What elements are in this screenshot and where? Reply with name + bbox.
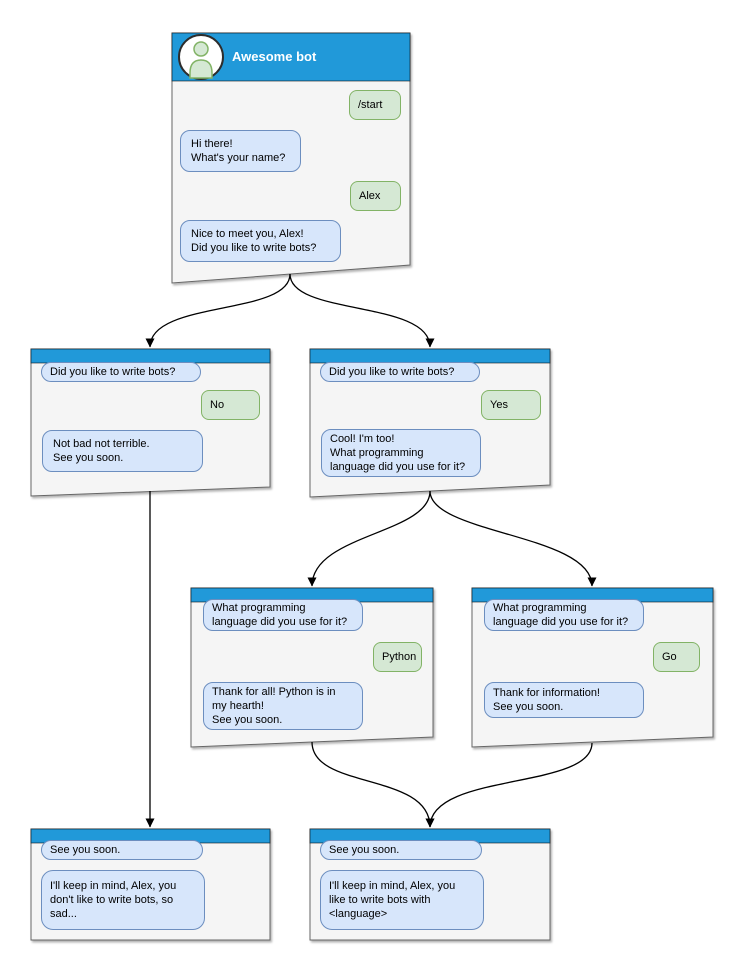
message-start: /start	[349, 90, 401, 120]
branch-go-reply: Thank for information! See you soon.	[484, 682, 644, 718]
end-yes-reply: I'll keep in mind, Alex, you like to wri…	[320, 870, 484, 930]
branch-yes-reply: Cool! I'm too! What programming language…	[321, 429, 481, 477]
branch-no-header	[30, 348, 271, 364]
message-greeting: Hi there! What's your name?	[180, 130, 301, 172]
arrow-yes-to-python	[307, 490, 431, 587]
flow-arrows	[145, 273, 597, 828]
person-icon	[189, 41, 213, 79]
branch-no-reply: Not bad not terrible. See you soon.	[42, 430, 203, 472]
message-name: Alex	[350, 181, 401, 211]
arrow-go-to-end	[425, 742, 593, 828]
branch-no-answer: No	[201, 390, 260, 420]
message-ask-bots: Nice to meet you, Alex! Did you like to …	[180, 220, 341, 262]
branch-go-answer: Go	[653, 642, 700, 672]
arrow-python-to-end	[311, 741, 435, 828]
arrow-yes-to-go	[429, 490, 597, 587]
chat-window-frames	[30, 32, 714, 941]
root-window-title: Awesome bot	[232, 49, 317, 64]
branch-yes-answer: Yes	[481, 390, 541, 420]
end-no-reply: I'll keep in mind, Alex, you don't like …	[41, 870, 205, 930]
branch-yes-question: Did you like to write bots?	[320, 362, 480, 382]
avatar	[178, 34, 224, 80]
branch-python-question: What programming language did you use fo…	[203, 599, 363, 631]
branch-no-question: Did you like to write bots?	[41, 362, 201, 382]
branch-python-answer: Python	[373, 642, 422, 672]
branch-go-question: What programming language did you use fo…	[484, 599, 644, 631]
arrow-root-to-no	[145, 273, 291, 348]
arrow-root-to-yes	[289, 273, 435, 348]
end-no-question: See you soon.	[41, 840, 203, 860]
branch-yes-header	[309, 348, 551, 364]
branch-python-reply: Thank for all! Python is in my hearth! S…	[203, 682, 363, 730]
end-yes-question: See you soon.	[320, 840, 482, 860]
